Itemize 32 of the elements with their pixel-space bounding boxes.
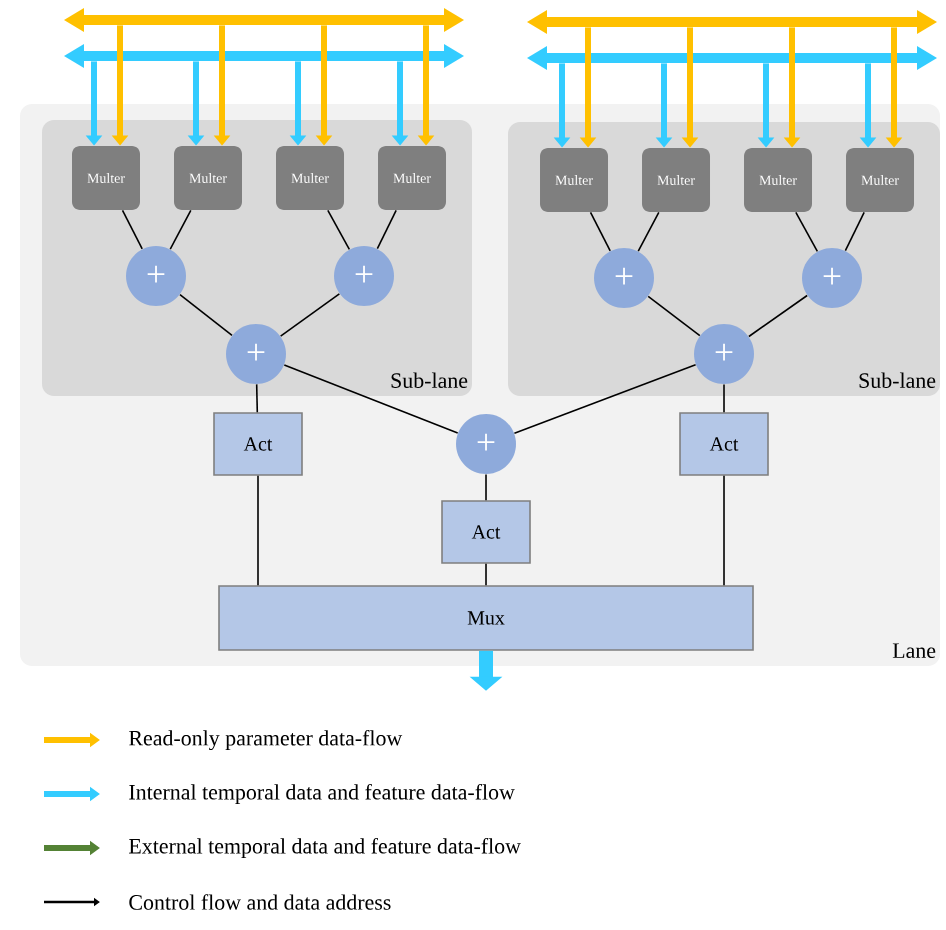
- connector-line: [169, 209, 192, 250]
- data-bus: [527, 10, 937, 34]
- connector-line: [637, 211, 660, 252]
- legend-text: Control flow and data address: [129, 894, 391, 910]
- connector-line: [327, 209, 351, 251]
- legend-text: External temporal data and feature data-flow: [129, 837, 521, 859]
- connector-line: [513, 363, 697, 435]
- connector-line: [844, 211, 865, 252]
- connector-line: [589, 211, 611, 252]
- data-bus: [527, 46, 937, 70]
- connector-line: [257, 475, 259, 586]
- activation-box: Act: [441, 500, 531, 564]
- activation-box: Act: [213, 412, 303, 476]
- connector-line: [795, 211, 819, 253]
- connector-line: [279, 293, 341, 337]
- connector-line: [485, 473, 487, 501]
- data-bus: [64, 8, 464, 32]
- legend-text: Read-only parameter data-flow: [129, 729, 403, 751]
- connector-line: [647, 295, 701, 337]
- connector-line: [121, 209, 143, 250]
- connector-line: [748, 294, 808, 338]
- data-bus: [64, 44, 464, 68]
- mux-box: Mux: [218, 585, 754, 651]
- connector-line: [179, 293, 233, 337]
- activation-box: Act: [679, 412, 769, 476]
- connector-line: [723, 475, 725, 586]
- connector-line: [283, 364, 459, 434]
- legend-text: Internal temporal data and feature data-flow: [129, 783, 515, 805]
- connector-line: [376, 209, 397, 250]
- connector-line: [255, 383, 259, 413]
- connector-line: [485, 563, 487, 586]
- connector-line: [723, 383, 725, 413]
